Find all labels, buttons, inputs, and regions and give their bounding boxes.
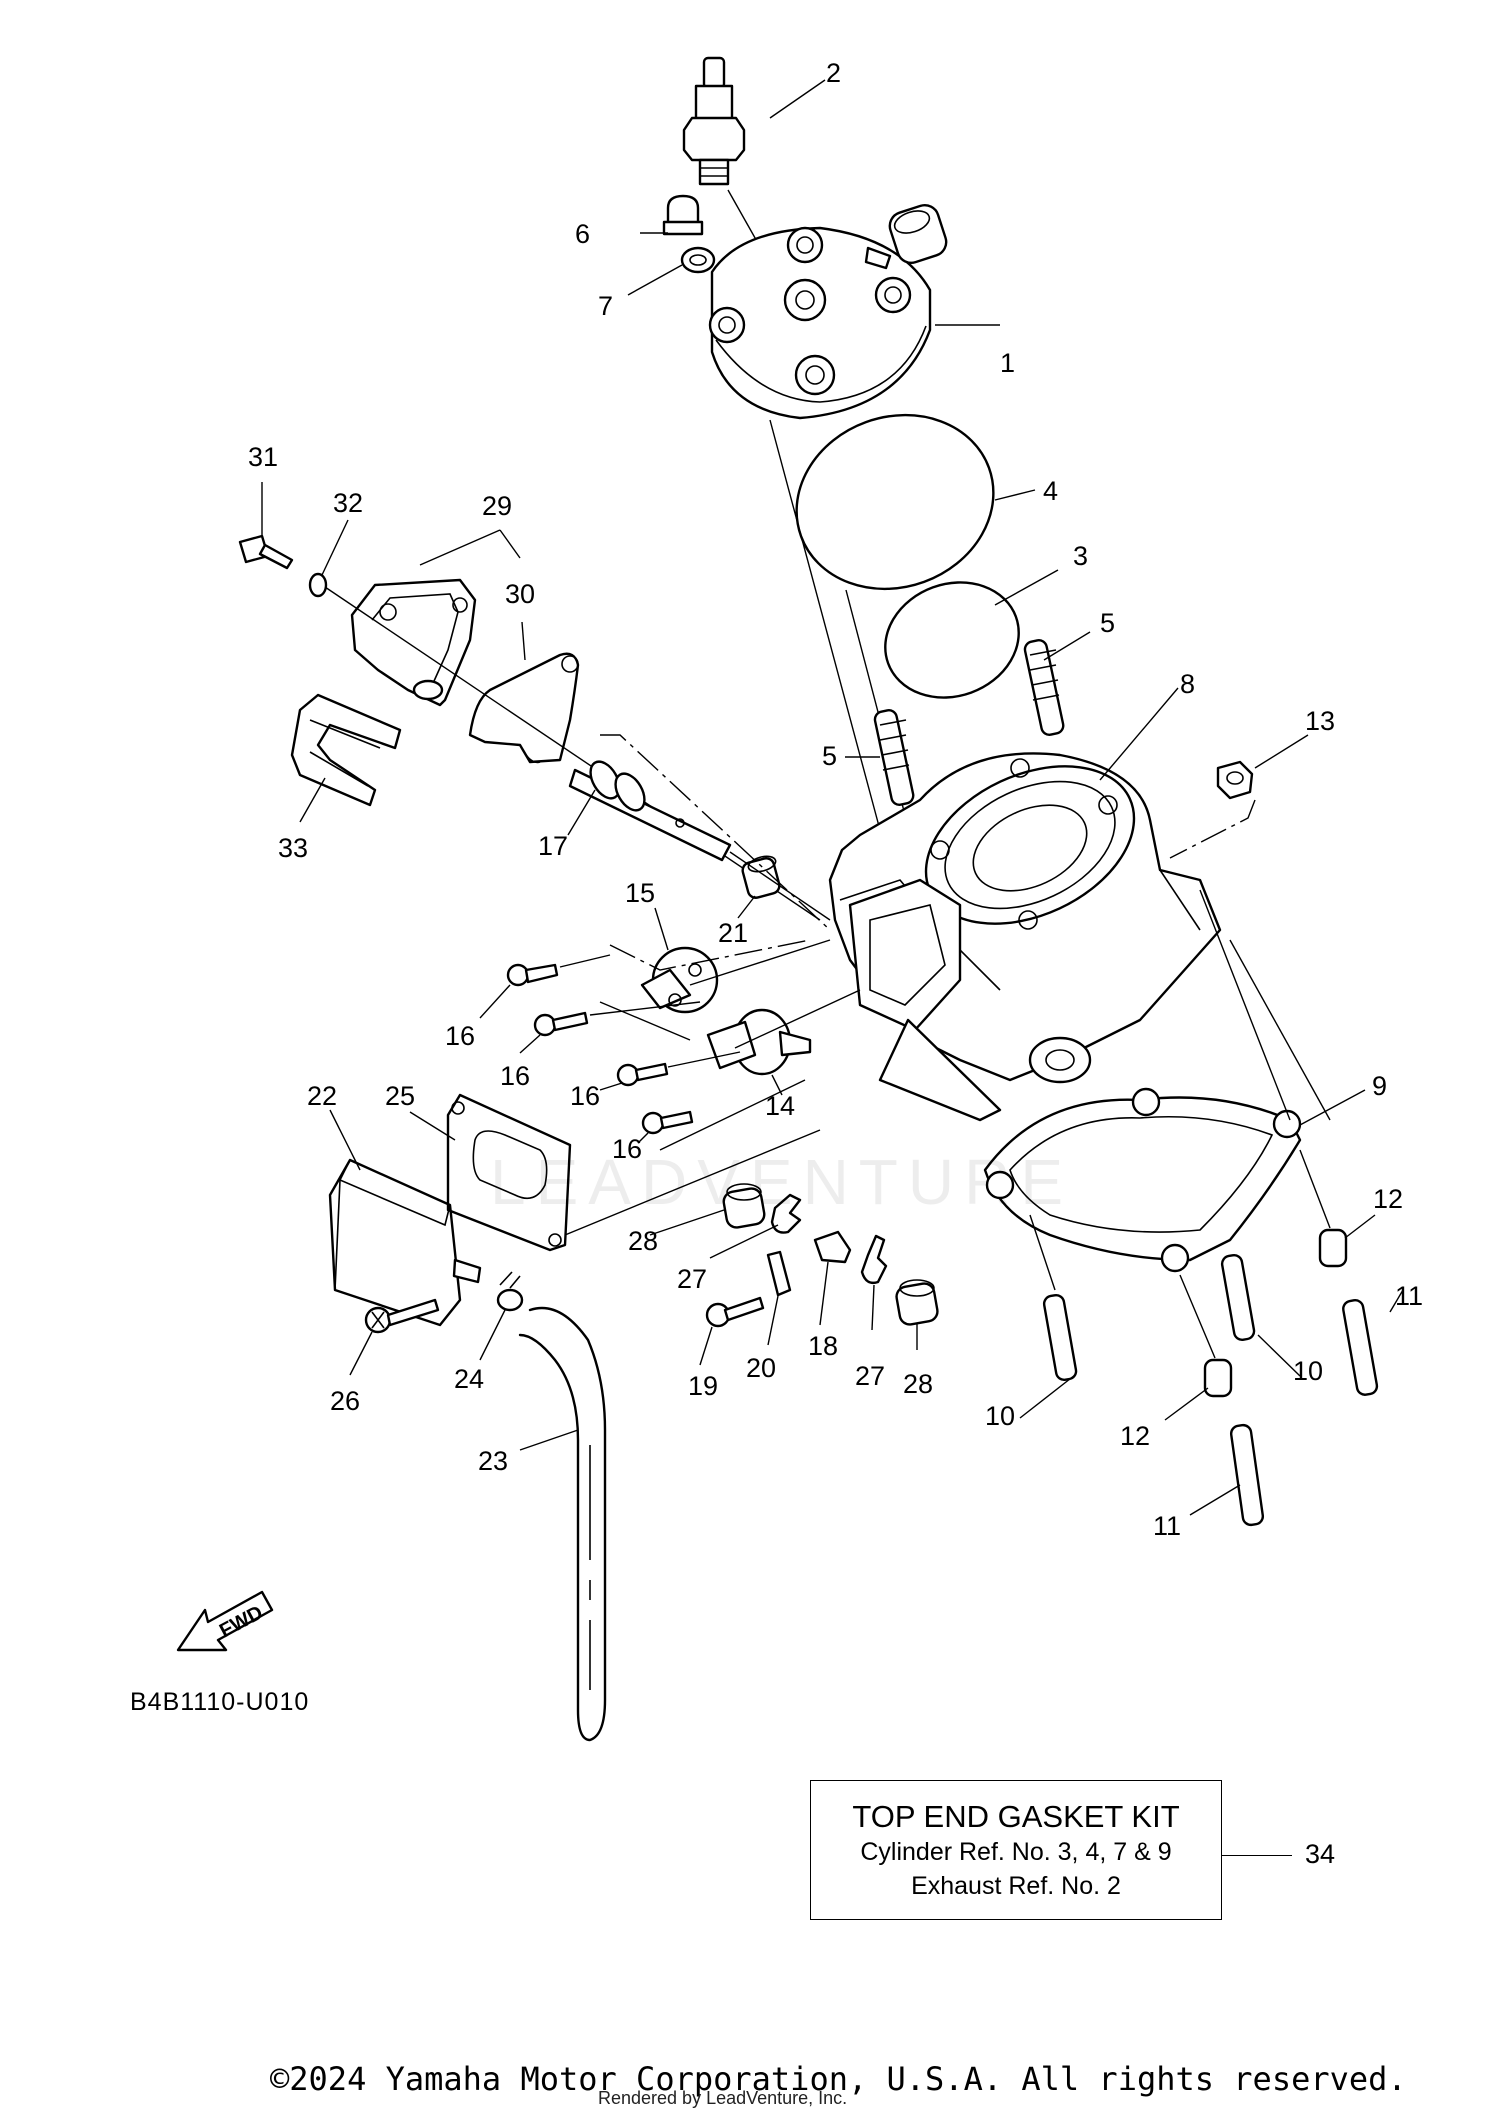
reed-valve-gasket[interactable]: [446, 1093, 572, 1252]
callout-number: 12: [1373, 1184, 1403, 1214]
callout-number: 10: [1293, 1356, 1323, 1386]
valve-holder[interactable]: [640, 946, 719, 1014]
callout-number: 16: [500, 1061, 530, 1091]
callout-number: 33: [278, 833, 308, 863]
hose-clip[interactable]: [290, 693, 402, 807]
callout-number: 21: [718, 918, 748, 948]
callout-number: 20: [746, 1353, 776, 1383]
head-gasket-o-ring-large[interactable]: [772, 388, 1018, 616]
callout-number: 11: [1153, 1511, 1181, 1541]
callout-number: 11: [1395, 1281, 1423, 1311]
callout-number: 16: [445, 1021, 475, 1051]
callout-number: 24: [454, 1364, 484, 1394]
fwd-label: FWD: [216, 1602, 267, 1643]
stud-bolt[interactable]: [1023, 639, 1065, 736]
callout-number: 16: [612, 1134, 642, 1164]
collar[interactable]: [722, 1183, 766, 1229]
fwd-arrow-icon: FWD: [176, 1590, 274, 1652]
callout-number: 31: [248, 442, 278, 472]
callout-number: 27: [855, 1361, 885, 1391]
callout-number: 3: [1073, 541, 1088, 571]
kit-cylinder-refs: Cylinder Ref. No. 3, 4, 7 & 9: [860, 1838, 1172, 1866]
cylinder[interactable]: [828, 735, 1222, 1122]
cover[interactable]: [350, 578, 477, 707]
gasket-kit-box: TOP END GASKET KIT Cylinder Ref. No. 3, …: [810, 1780, 1222, 1920]
cap-nut[interactable]: [662, 194, 704, 236]
bushing[interactable]: [741, 854, 781, 900]
callout-number: 5: [822, 741, 837, 771]
kit-title: TOP END GASKET KIT: [852, 1799, 1180, 1834]
stud-bolt[interactable]: [1229, 1423, 1265, 1527]
screw[interactable]: [616, 1062, 669, 1087]
callout-number: 19: [688, 1371, 718, 1401]
callout-number: 27: [677, 1264, 707, 1294]
spring[interactable]: [770, 1193, 802, 1234]
callout-number: 25: [385, 1081, 415, 1111]
callout-number: 16: [570, 1081, 600, 1111]
kit-callout-number: 34: [1305, 1839, 1336, 1869]
spring[interactable]: [860, 1234, 888, 1285]
rendered-by-notice: Rendered by LeadVenture, Inc.: [598, 2088, 848, 2108]
screw[interactable]: [364, 1298, 440, 1334]
spark-plug[interactable]: [682, 56, 746, 186]
callout-number: 18: [808, 1331, 838, 1361]
callout-number: 30: [505, 579, 535, 609]
hose-clamp[interactable]: [496, 1271, 524, 1312]
dowel-pin[interactable]: [1203, 1358, 1233, 1398]
callout-numbers: 1 2 3 4 5 5 6 7 8 9 10 10 11 11 12 12 13…: [248, 58, 1423, 1541]
copyright-notice: ©2024 Yamaha Motor Corporation, U.S.A. A…: [270, 2060, 1407, 2098]
callout-number: 32: [333, 488, 363, 518]
callout-number: 10: [985, 1401, 1015, 1431]
callout-number: 29: [482, 491, 512, 521]
callout-number: 17: [538, 831, 568, 861]
washer[interactable]: [680, 246, 716, 274]
collar[interactable]: [895, 1279, 939, 1326]
callout-number: 23: [478, 1446, 508, 1476]
callout-number: 7: [598, 291, 613, 321]
callout-number: 9: [1372, 1071, 1387, 1101]
callout-number: 12: [1120, 1421, 1150, 1451]
bolt[interactable]: [238, 534, 294, 570]
kit-exhaust-refs: Exhaust Ref. No. 2: [911, 1872, 1121, 1900]
callout-number: 15: [625, 878, 655, 908]
callout-number: 5: [1100, 608, 1115, 638]
bolt[interactable]: [705, 1296, 765, 1328]
reed-valve-cover[interactable]: [328, 1158, 482, 1327]
screw[interactable]: [506, 963, 559, 987]
stud-bolt[interactable]: [1220, 1253, 1256, 1342]
callout-number: 6: [575, 219, 590, 249]
cylinder-head[interactable]: [708, 202, 950, 420]
valve-shaft[interactable]: [568, 757, 732, 862]
diagram-code: B4B1110-U010: [130, 1688, 310, 1716]
screw[interactable]: [641, 1110, 694, 1135]
callout-number: 1: [1000, 348, 1015, 378]
washer[interactable]: [308, 572, 328, 598]
callout-leaders: [261, 79, 1404, 1516]
callout-number: 13: [1305, 706, 1335, 736]
kit-leader-line: [1222, 1855, 1292, 1856]
callout-number: 2: [826, 58, 841, 88]
callout-number: 28: [628, 1226, 658, 1256]
screw[interactable]: [533, 1011, 589, 1037]
cover-gasket[interactable]: [468, 652, 580, 764]
callout-number: 14: [765, 1091, 795, 1121]
callout-number: 4: [1043, 476, 1058, 506]
stud-bolt[interactable]: [873, 709, 915, 806]
head-gasket-o-ring-small[interactable]: [869, 564, 1035, 716]
breather-hose[interactable]: [518, 1306, 607, 1742]
dowel-pin[interactable]: [1318, 1228, 1348, 1268]
stud-bolt[interactable]: [1042, 1293, 1078, 1382]
cylinder-base-gasket[interactable]: [983, 1087, 1302, 1273]
lever[interactable]: [813, 1230, 852, 1264]
flange-nut[interactable]: [1216, 760, 1254, 800]
callout-number: 22: [307, 1081, 337, 1111]
callout-number: 28: [903, 1369, 933, 1399]
stud-bolt[interactable]: [1342, 1299, 1379, 1396]
callout-number: 26: [330, 1386, 360, 1416]
bracket[interactable]: [766, 1250, 792, 1297]
callout-number: 8: [1180, 669, 1195, 699]
